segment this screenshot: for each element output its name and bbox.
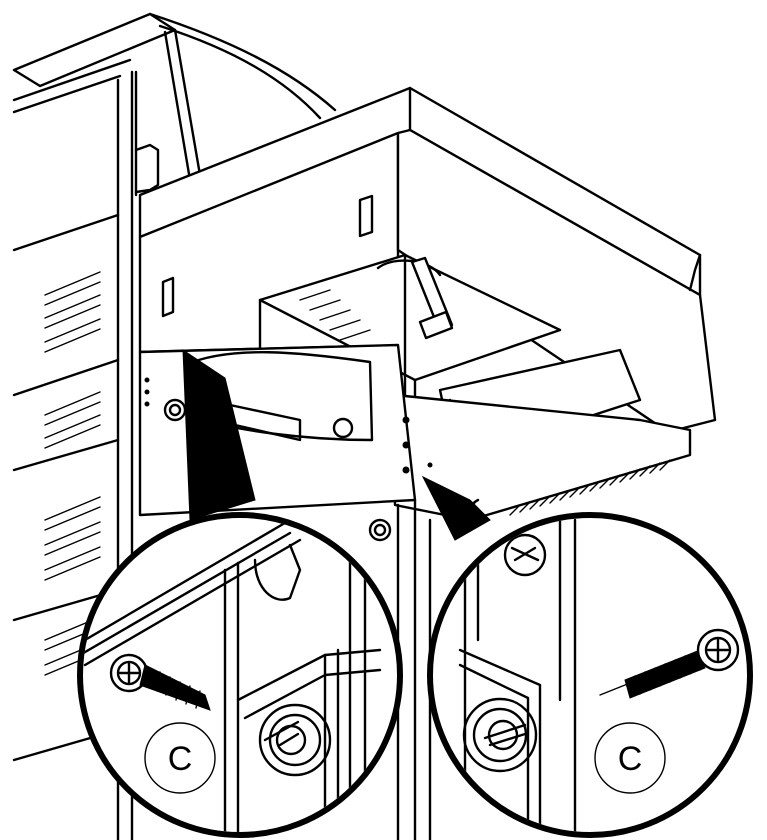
callout-label-right: C — [618, 740, 643, 778]
callout-pointers — [182, 349, 491, 541]
callout-left: C — [77, 512, 403, 838]
vent-louvres — [44, 271, 101, 676]
callout-label-circle-left — [144, 722, 216, 794]
callout-label-left: C — [168, 740, 193, 778]
side-burner-unit — [138, 86, 717, 840]
callout-label-circle-right — [594, 722, 666, 794]
callout-right: C — [427, 512, 753, 838]
